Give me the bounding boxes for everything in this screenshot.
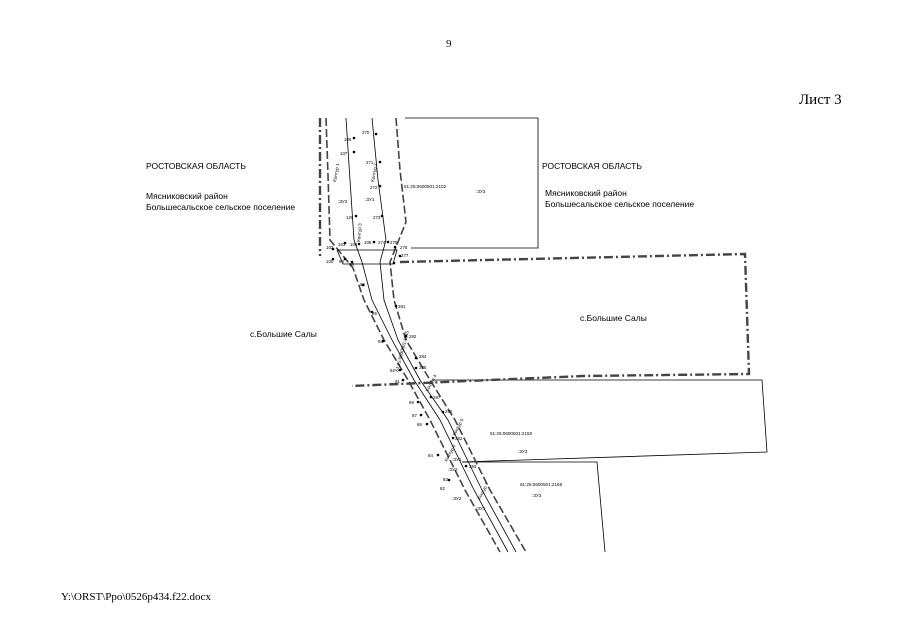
point-number: 284	[419, 354, 427, 359]
point-number: 91	[395, 379, 400, 384]
point-number: 273	[373, 215, 381, 220]
page-number: 9	[446, 38, 452, 50]
boundary-points	[331, 132, 468, 482]
district-label-left: Мясниковский район	[146, 191, 228, 201]
point-number: 104	[350, 242, 358, 247]
contour-label-5: Контур 5	[451, 417, 464, 436]
zone-label-zu2-a: :ЗУ2	[338, 199, 348, 204]
zone-label-zu1-b: :ЗУ1	[452, 457, 462, 462]
parcel-cadastral-3: 61:25:0600501:2156	[520, 482, 563, 487]
point-number: 94	[378, 339, 383, 344]
point-number: 293	[469, 464, 477, 469]
point-number: 99	[339, 259, 344, 264]
zone-label-zu2-b: :ЗУ2	[448, 467, 458, 472]
contour-label-2: Контур 2	[370, 163, 378, 183]
point-number: 86	[417, 422, 422, 427]
contour-label-7: Контур 7	[476, 481, 489, 500]
point-number: 277	[401, 253, 409, 258]
point-number: 95	[372, 311, 377, 316]
point-number: 270	[362, 130, 370, 135]
village-label-right: с.Большие Салы	[580, 313, 647, 323]
point-number: 126	[346, 215, 354, 220]
point-number: 292	[455, 436, 463, 441]
parcel-zone-3: :ЗУ3	[532, 493, 542, 498]
parcel-zone-1: :ЗУ3	[476, 189, 486, 194]
point-number: 103	[338, 242, 346, 247]
point-number: 271	[366, 160, 374, 165]
settlement-label-right: Большесальское сельское поселение	[545, 199, 694, 209]
point-number: 87	[412, 413, 417, 418]
point-number: 100	[326, 259, 334, 264]
parcel-zone-2: :ЗУ3	[518, 449, 528, 454]
parcel-cadastral-1: 61:25:0600501:2102	[404, 184, 447, 189]
road-corridor-edges	[325, 117, 527, 553]
zone-label-zu2-c: :ЗУ2	[452, 496, 462, 501]
point-number: 82	[440, 486, 445, 491]
point-number: 290	[445, 409, 453, 414]
contour-label-1: Контур 1	[332, 163, 340, 183]
point-numbers: 270 106 271 107 272 126 273 102 103 104 …	[326, 130, 477, 491]
point-number: 107	[340, 151, 348, 156]
village-label-left: с.Большие Салы	[250, 329, 317, 339]
settlement-label-left: Большесальское сельское поселение	[146, 202, 295, 212]
point-number: 276	[400, 245, 408, 250]
point-number: 272	[370, 185, 378, 190]
settlement-boundary	[318, 118, 751, 388]
point-number: 92	[390, 368, 395, 373]
point-number: 83	[443, 477, 448, 482]
district-label-right: Мясниковский район	[545, 188, 627, 198]
point-number: 282	[409, 334, 417, 339]
point-number: 287	[433, 395, 441, 400]
point-number: 84	[428, 453, 433, 458]
point-number: 106	[344, 137, 352, 142]
point-number: 96	[360, 282, 365, 287]
point-number: 102	[326, 245, 334, 250]
point-number: 285	[419, 365, 427, 370]
parcel-cadastral-2: 61:25:0600501:2150	[490, 431, 533, 436]
point-number: 274	[378, 240, 386, 245]
zone-label-zu1-c: :ЗУ1	[476, 506, 486, 511]
region-label-left: РОСТОВСКАЯ ОБЛАСТЬ	[146, 161, 246, 171]
zone-label-zu1-a: :ЗУ1	[365, 197, 375, 202]
point-number: 98	[349, 262, 354, 267]
point-number: 105	[364, 240, 372, 245]
contour-label-3: Контур 3	[356, 223, 363, 242]
point-number: 281	[398, 304, 406, 309]
sheet-label: Лист 3	[799, 92, 842, 108]
road-corridor-lines	[336, 117, 517, 553]
parcel-boundaries	[405, 117, 768, 553]
point-number: 89	[409, 400, 414, 405]
point-number: 275	[390, 240, 398, 245]
file-path-footer: Y:\ORST\Ppo\0526p434.f22.docx	[61, 591, 211, 603]
region-label-right: РОСТОВСКАЯ ОБЛАСТЬ	[542, 161, 642, 171]
